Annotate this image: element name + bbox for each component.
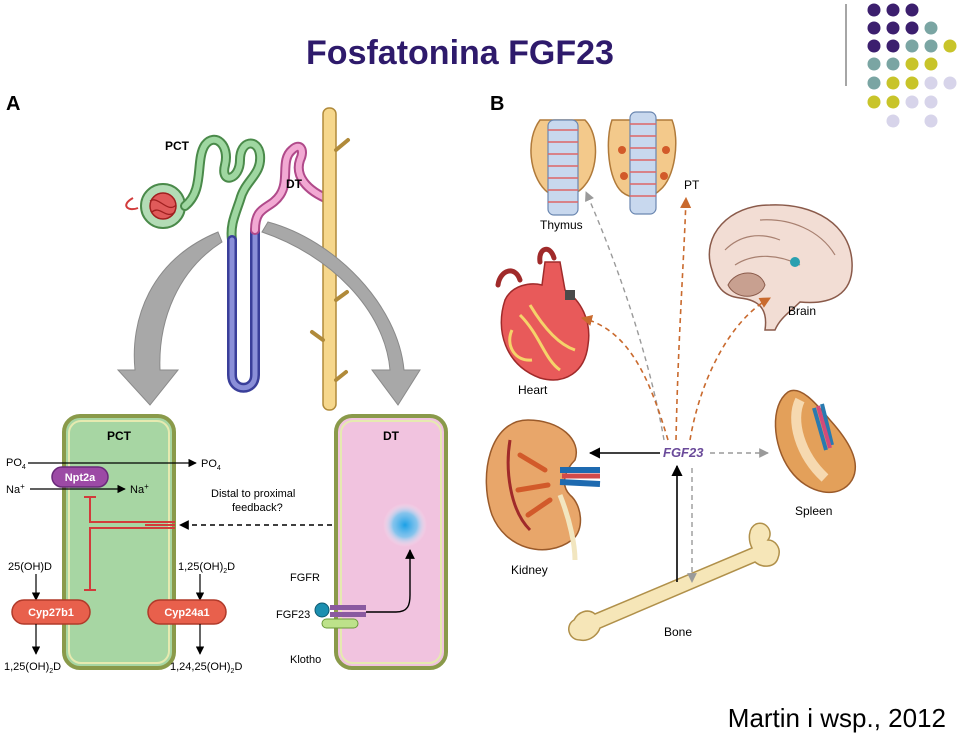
decor-dot [924,95,938,109]
signal-glow [383,503,427,547]
npt2a-transporter [51,466,109,488]
decor-dot-grid [867,3,957,128]
zoom-arrow-pct [116,231,223,406]
dt-cell: DT FGFR FGF23 Klotho [276,414,448,670]
bone-illustration: Bone [568,522,780,642]
out-right: 1,24,25(OH)2D [170,661,242,675]
inhibit-npt2a [84,496,175,523]
zoom-arrow-dt [261,221,421,406]
kidney-illustration: Kidney [485,419,601,577]
decor-dot [886,95,900,109]
fgfr-receptor [330,605,366,610]
parathyroid-illustration: PT [607,111,700,215]
decor-dot [886,39,900,53]
fgf23-ligand [314,602,330,618]
po4-left: PO4 [6,457,26,471]
oh2-d-right: 1,25(OH)2D [178,561,235,575]
decor-dot [886,21,900,35]
zoom-arrows [116,221,421,406]
decor-dot [886,57,900,71]
brain-illustration: Brain [708,204,853,331]
feedback-text-2: feedback? [232,502,283,514]
decor-dot [905,3,919,17]
decor-dot [905,21,919,35]
organ-brain-label: Brain [788,304,816,318]
organ-pt-label: PT [684,178,700,192]
organ-spleen-label: Spleen [795,504,832,518]
nephron-illustration: PCT DT [125,107,350,411]
decor-dot [943,76,957,90]
nephron-dt-label: DT [286,177,303,191]
decor-dot [943,39,957,53]
decor-dot [924,114,938,128]
nephron-pct-label: PCT [165,139,190,153]
npt2a-label: Npt2a [65,472,96,484]
inhibit-cyp27b1 [84,527,175,591]
cyp24a1-enzyme [147,599,227,625]
spleen-illustration: Spleen [774,389,857,518]
organ-kidney-label: Kidney [511,563,548,577]
slide-title: Fosfatonina FGF23 [306,34,614,72]
arrow-to-parathyroid [675,196,692,441]
organ-thymus-label: Thymus [540,218,583,232]
arrow-to-thymus [585,191,665,441]
decor-dot [905,95,919,109]
decor-dot [886,3,900,17]
po4-right: PO4 [201,458,221,472]
arrow-to-brain [689,297,771,441]
dt-cell-label: DT [383,429,400,443]
decor-dot [886,76,900,90]
decor-dot [867,95,881,109]
cyp27b1-label: Cyp27b1 [28,607,74,619]
decor-dot [924,76,938,90]
klotho-label: Klotho [290,654,321,666]
decor-dot [905,39,919,53]
klotho-protein [321,618,359,629]
organ-heart-label: Heart [518,383,548,397]
pct-cell: PCT PO4 PO4 Na+ Na+ Npt2a 25(OH)D 1,25(O… [4,414,242,675]
na-right: Na+ [130,482,149,496]
citation-credit: Martin i wsp., 2012 [727,703,946,733]
decor-dot [905,57,919,71]
glomerulus-icon [149,192,177,220]
fgfr-label: FGFR [290,572,320,584]
arrow-to-heart [580,315,669,441]
decor-dot [867,57,881,71]
organ-bone-label: Bone [664,625,692,639]
oh-d-left: 25(OH)D [8,561,52,573]
signal-arrow [366,549,415,613]
heart-illustration: Heart [495,246,590,397]
decor-dot [867,3,881,17]
cyp27b1-enzyme [11,599,91,625]
fgf23-hub-label: FGF23 [663,445,704,460]
na-left: Na+ [6,482,25,496]
decor-dot [867,76,881,90]
decor-dot [886,114,900,128]
decor-dot [924,57,938,71]
fgf23-receptor-label: FGF23 [276,609,310,621]
decor-dot [905,76,919,90]
panel-a-letter: A [6,93,20,115]
decor-dot [924,21,938,35]
out-left: 1,25(OH)2D [4,661,61,675]
decor-dot [867,39,881,53]
thymus-illustration: Thymus [530,119,597,232]
pct-cell-label: PCT [107,429,132,443]
decor-dot [867,21,881,35]
feedback-text-1: Distal to proximal [211,488,295,500]
cyp24a1-label: Cyp24a1 [164,607,209,619]
decor-dot [924,39,938,53]
panel-b-letter: B [490,93,504,115]
